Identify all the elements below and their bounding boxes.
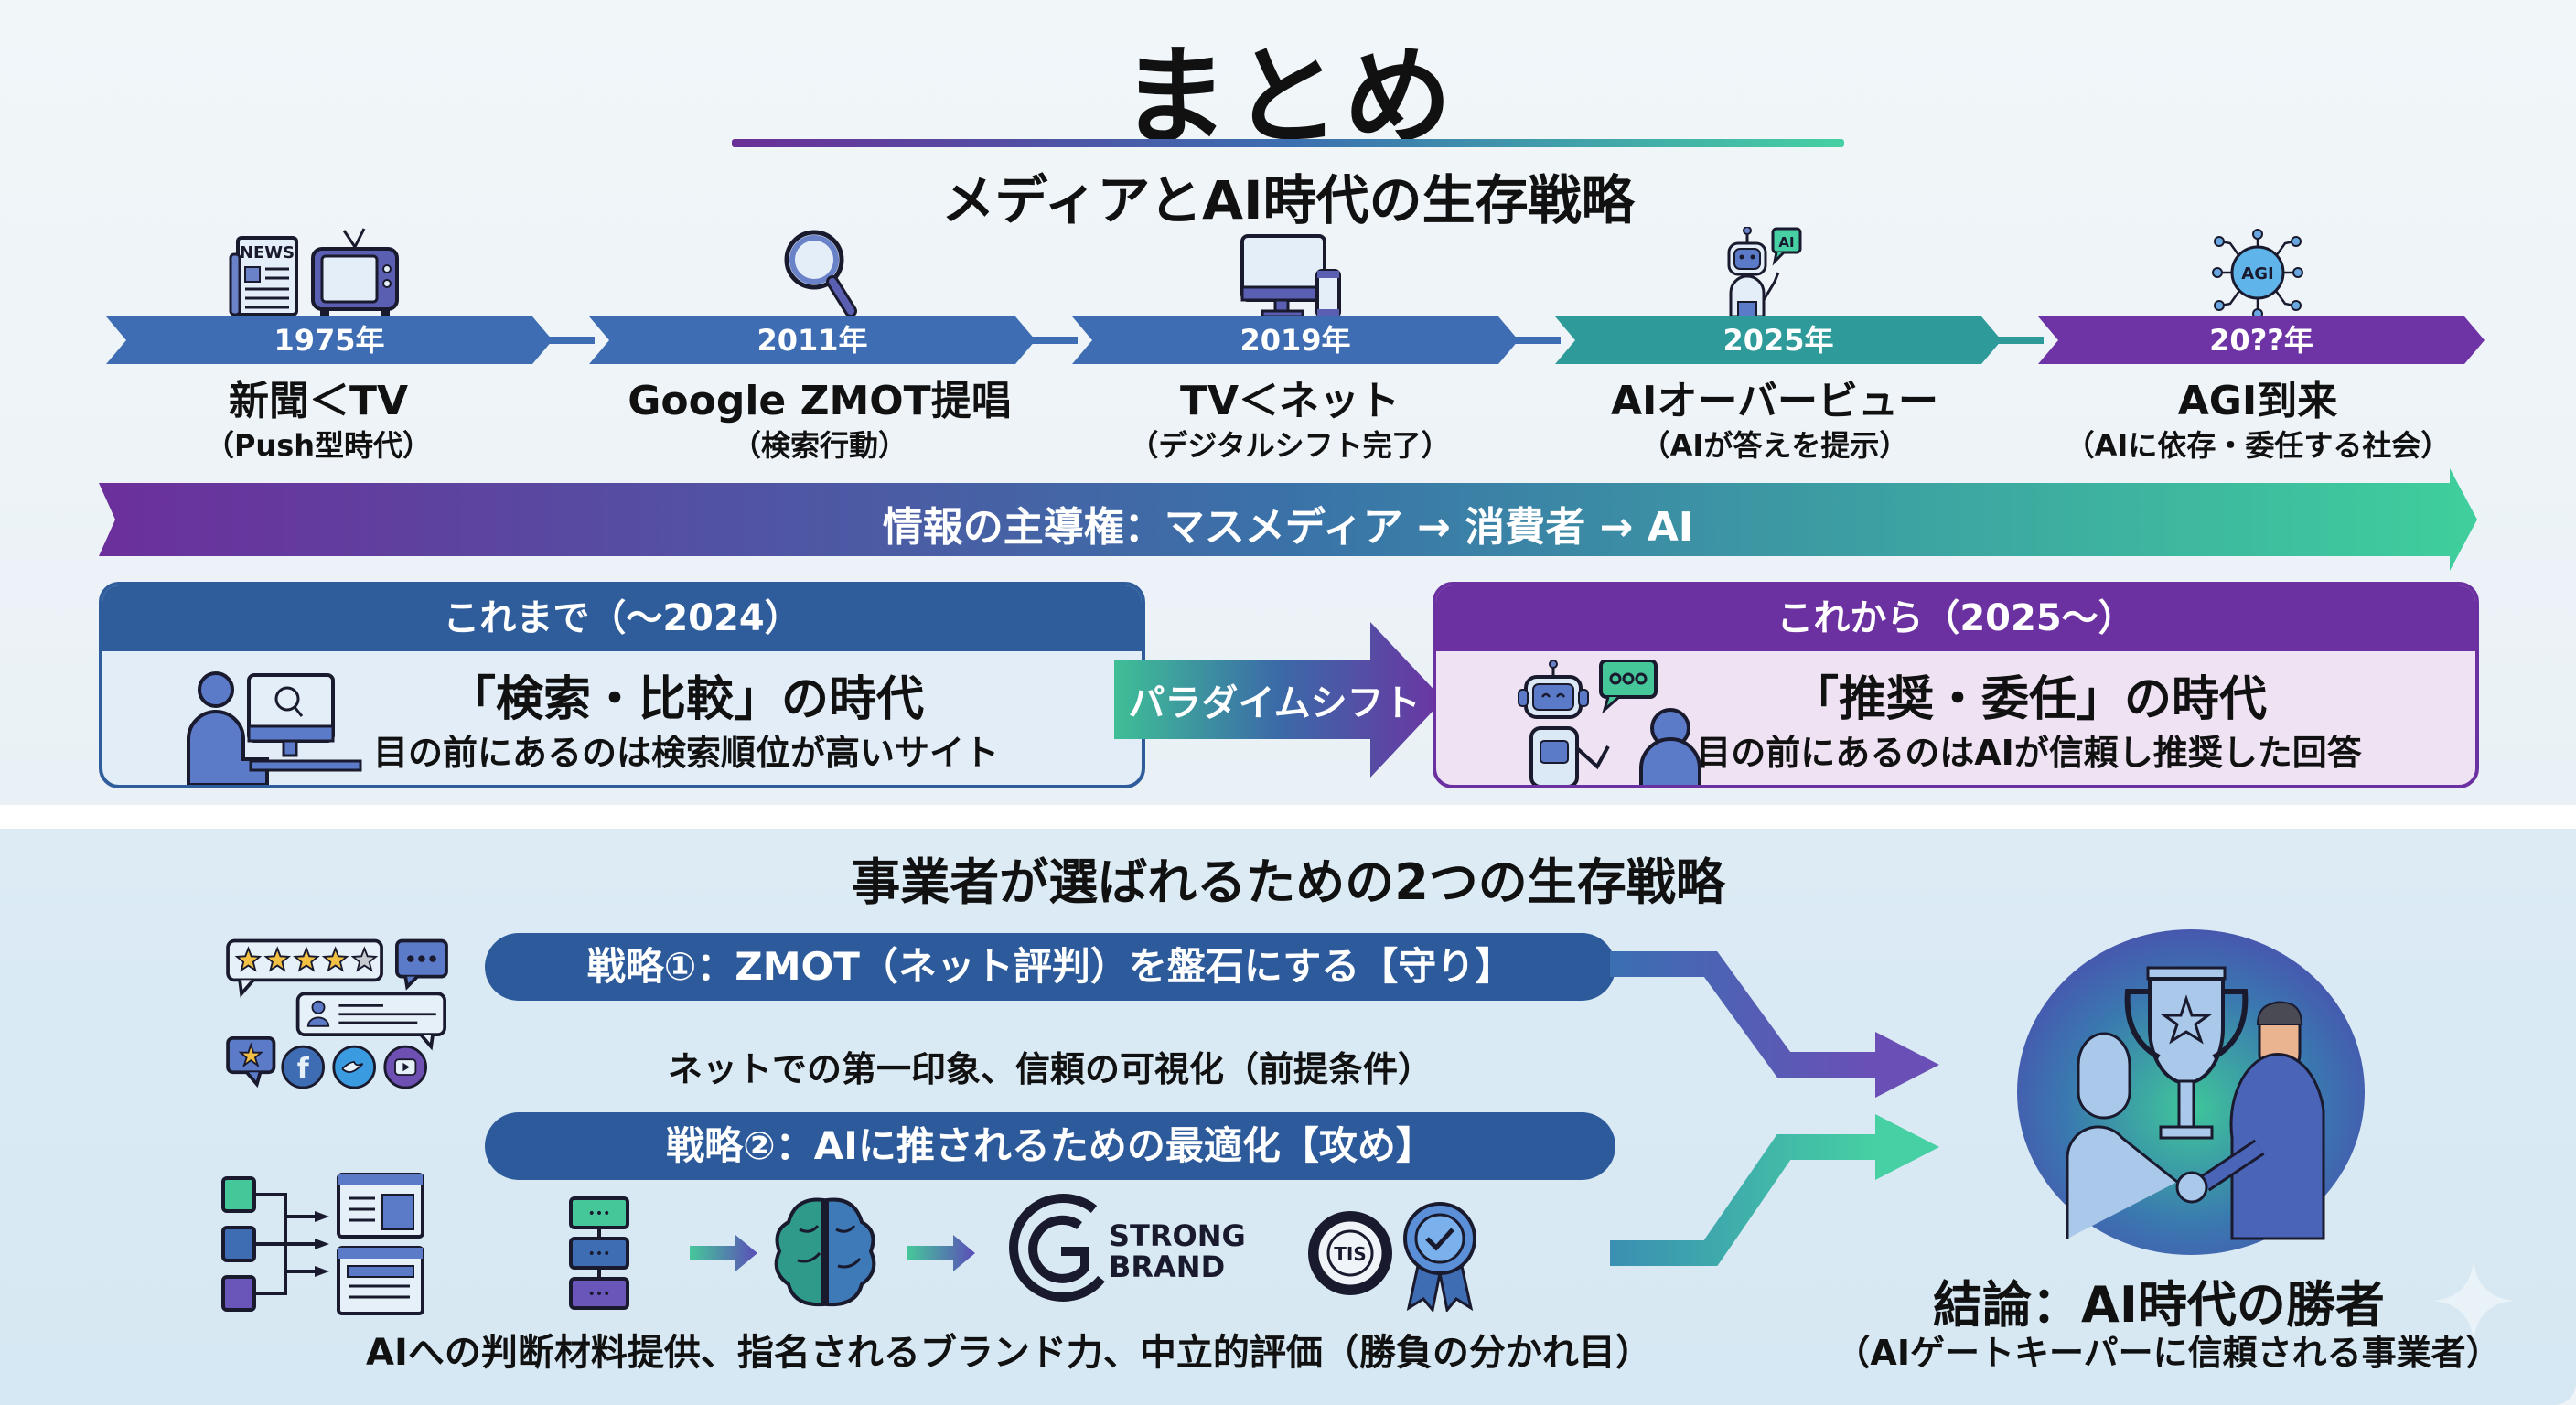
data-blocks-icon: ••• ••• •••	[569, 1196, 629, 1310]
timeline-connector	[540, 337, 595, 344]
timeline-year-banner: 20??年	[2038, 316, 2485, 364]
timeline-label: AGI到来	[2177, 378, 2338, 424]
star-filled-icon	[293, 946, 320, 972]
winner-trophy-handshake-icon	[2017, 929, 2365, 1255]
svg-text:BRAND: BRAND	[1109, 1249, 1225, 1284]
star-empty-icon	[350, 946, 379, 972]
brain-icon	[774, 1197, 876, 1307]
arrow-icon	[690, 1235, 757, 1271]
strategy-1-description: ネットでの第一印象、信頼の可視化（前提条件）	[667, 1049, 1433, 1089]
arrowhead-icon	[1875, 1114, 1939, 1180]
timeline-year: 2019年	[1240, 323, 1351, 358]
timeline-connector	[1506, 337, 1561, 344]
strategy-2-description: AIへの判断材料提供、指名されるブランド力、中立的評価（勝負の分かれ目）	[366, 1332, 1652, 1374]
star-filled-icon	[263, 946, 292, 972]
svg-text:AGI: AGI	[2241, 264, 2273, 284]
era-future-card: これから（2025〜） 「推奨・委任」の時代 目の前にあるのはAIが信頼し推奨し…	[1433, 582, 2479, 788]
timeline-year-banner: 2011年	[589, 316, 1036, 364]
timeline-year: 2025年	[1723, 323, 1834, 358]
strategy-2-arrow	[1610, 1134, 1875, 1266]
timeline-year-banner: 2019年	[1072, 316, 1519, 364]
timeline-connector	[1989, 337, 2044, 344]
strategies-title: 事業者が選ばれるための2つの生存戦略	[851, 853, 1725, 911]
timeline-label: AIオーバービュー	[1611, 378, 1938, 424]
quality-seal-icon: TIS	[1308, 1211, 1392, 1295]
robot-ai-icon: AI	[1727, 227, 1802, 318]
svg-text:TIS: TIS	[1334, 1243, 1367, 1265]
era-future-title: 「推奨・委任」の時代	[1790, 672, 2267, 727]
monitor-phone-icon	[1240, 234, 1341, 318]
optimization-flow: ••• ••• ••• STRONG BRAND TIS	[569, 1194, 1476, 1312]
page-subtitle: メディアとAI時代の生存戦略	[941, 169, 1635, 231]
arrow-icon	[907, 1235, 975, 1271]
converging-arrows	[1610, 951, 1939, 1266]
conclusion-subtitle: （AIゲートキーパーに信頼される事業者）	[1835, 1333, 2501, 1373]
timeline-sublabel: （AIに依存・委任する社会）	[2065, 428, 2451, 463]
timeline-connector	[1023, 337, 1078, 344]
reviews-social-icon: f	[226, 938, 448, 1089]
paradigm-shift-arrow	[1114, 622, 1444, 778]
svg-text:STRONG: STRONG	[1109, 1218, 1246, 1253]
era-future-description: 目の前にあるのはAIが信頼し推奨した回答	[1696, 733, 2362, 773]
conclusion-title: 結論：AI時代の勝者	[1933, 1276, 2385, 1334]
era-past-title: 「検索・比較」の時代	[447, 672, 924, 727]
strategy-2-pill: 戦略②：AIに推されるための最適化【攻め】	[485, 1112, 1615, 1180]
section-divider	[0, 805, 2576, 829]
award-ribbon-icon	[1403, 1202, 1476, 1312]
svg-text:•••: •••	[588, 1247, 611, 1261]
timeline-year-banner: 1975年	[106, 316, 553, 364]
arrowhead-icon	[1875, 1032, 1939, 1098]
title-underline	[732, 139, 1844, 147]
svg-text:•••: •••	[588, 1207, 611, 1221]
timeline-year: 1975年	[274, 323, 385, 358]
svg-text:f: f	[297, 1053, 310, 1085]
timeline-label: Google ZMOT提唱	[628, 378, 1012, 424]
era-future-header: これから（2025〜）	[1436, 585, 2475, 651]
sparkle-icon	[2433, 1260, 2514, 1341]
timeline-year: 20??年	[2209, 323, 2313, 358]
timeline-label: TV＜ネット	[1179, 378, 1401, 424]
robot-recommending-icon	[1518, 660, 1701, 785]
information-flow-arrow	[99, 468, 2477, 571]
svg-text:NEWS: NEWS	[240, 243, 295, 263]
timeline-year-banner: 2025年	[1555, 316, 2002, 364]
timeline-year: 2011年	[757, 323, 868, 358]
information-flow-label: 情報の主導権：マスメディア → 消費者 → AI	[882, 504, 1694, 551]
star-filled-icon	[321, 946, 349, 972]
star-filled-icon	[234, 946, 263, 972]
era-past-header: これまで（〜2024）	[102, 585, 1142, 651]
era-past-card: これまで（〜2024） 「検索・比較」の時代 目の前にあるのは検索順位が高いサイ…	[99, 582, 1145, 788]
svg-text:•••: •••	[588, 1287, 611, 1302]
agi-network-icon: AGI	[2212, 229, 2303, 318]
strategy-1-arrow	[1610, 951, 1875, 1078]
person-searching-icon	[187, 671, 362, 785]
era-past-description: 目の前にあるのは検索順位が高いサイト	[372, 733, 999, 773]
paradigm-shift-label: パラダイムシフト	[1128, 682, 1421, 724]
timeline-label: 新聞＜TV	[228, 378, 409, 424]
svg-text:AI: AI	[1778, 234, 1794, 251]
newspaper-tv-icon: NEWS	[229, 228, 399, 316]
magnifier-icon	[784, 230, 857, 317]
strong-brand-logo: STRONG BRAND	[1009, 1194, 1246, 1302]
timeline-sublabel: （検索行動）	[731, 428, 907, 463]
structured-data-icon	[221, 1173, 424, 1315]
timeline-sublabel: （デジタルシフト完了）	[1129, 428, 1451, 463]
timeline-sublabel: （Push型時代）	[204, 428, 433, 463]
timeline-sublabel: （AIが答えを提示）	[1640, 428, 1909, 463]
strategy-1-pill: 戦略①：ZMOT（ネット評判）を盤石にする【守り】	[485, 933, 1615, 1001]
